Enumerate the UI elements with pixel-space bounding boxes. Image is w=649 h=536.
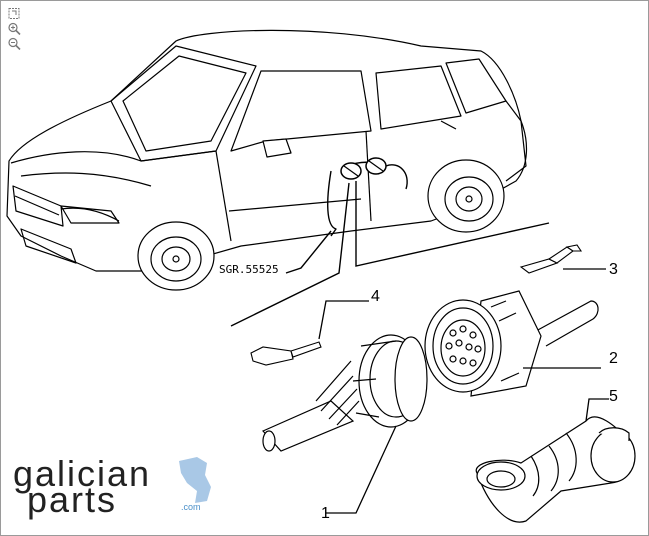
callout-3-number: 3: [609, 261, 618, 278]
reference-lines: [230, 181, 550, 327]
callout-1-leader: [326, 425, 397, 514]
callout-1-number: 1: [321, 505, 330, 522]
callout-2-number: 2: [609, 350, 618, 367]
socket-terminal-part: [519, 244, 583, 274]
galician-parts-logo: galician parts .com: [13, 453, 213, 523]
logo-domain-suffix: .com: [181, 502, 201, 512]
protective-boot-part: [475, 416, 636, 523]
callout-5-leader: [585, 398, 609, 422]
callout-5-number: 5: [609, 388, 618, 405]
connector-socket-part: [424, 290, 599, 397]
zoom-in-icon[interactable]: [7, 22, 21, 35]
car-illustration: [6, 29, 528, 291]
viewer-toolbar: [7, 7, 23, 50]
map-shape-icon: [179, 457, 211, 503]
connector-plug-part: [261, 334, 428, 452]
callout-4-leader: [318, 300, 369, 340]
logo-word-galician: galician: [13, 453, 152, 494]
plug-terminal-part: [250, 341, 322, 366]
fit-to-window-icon[interactable]: [7, 7, 21, 20]
reference-code-label: SGR.55525: [219, 263, 279, 276]
callout-4-number: 4: [371, 288, 380, 305]
logo-word-parts: parts: [27, 479, 118, 520]
zoom-out-icon[interactable]: [7, 37, 21, 50]
